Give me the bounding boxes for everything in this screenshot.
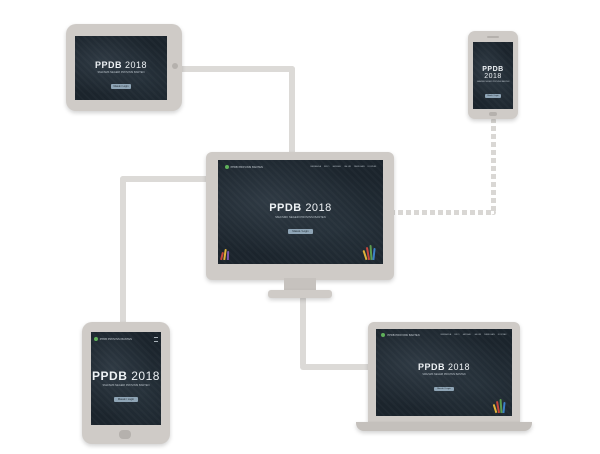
nav-item[interactable]: BERANDA	[310, 166, 321, 168]
site-nav: BERANDA INFO JADWAL JALUR PANDUAN KONTAK	[441, 334, 507, 336]
hero-title: PPDB	[269, 202, 302, 214]
nav-item[interactable]: BERANDA	[441, 334, 452, 336]
cable-tablet-to-monitor-v	[289, 66, 295, 156]
smartphone: PPDB 2018 SMA/SMK NEGERI PROVINSI BANTEN…	[468, 31, 518, 119]
nav-item[interactable]: INFO	[324, 166, 329, 168]
nav-item[interactable]: INFO	[454, 334, 459, 336]
hero-button[interactable]: Masuk / Login	[114, 397, 138, 402]
pencils-decoration-icon	[494, 397, 508, 413]
nav-item[interactable]: KONTAK	[498, 334, 507, 336]
hero-subtitle: SMA/SMK NEGERI PROVINSI BANTEN	[75, 71, 167, 74]
hero-button[interactable]: Masuk / Login	[485, 94, 500, 98]
hero-year: 2018	[305, 202, 331, 214]
site-nav: BERANDA INFO JADWAL JALUR PANDUAN KONTAK	[310, 166, 376, 168]
hero-title: PPDB	[482, 66, 503, 73]
hero-title: PPDB	[418, 362, 445, 372]
nav-item[interactable]: JADWAL	[332, 166, 341, 168]
smartphone-screen: PPDB 2018 SMA/SMK NEGERI PROVINSI BANTEN…	[473, 42, 513, 109]
menu-icon[interactable]	[154, 337, 158, 342]
nav-item[interactable]: PANDUAN	[354, 166, 365, 168]
tablet-landscape: PPDB 2018 SMA/SMK NEGERI PROVINSI BANTEN…	[66, 24, 182, 111]
home-button	[172, 63, 178, 69]
hero-year: 2018	[131, 369, 160, 383]
brand-logo-icon	[225, 165, 229, 169]
nav-item[interactable]: KONTAK	[368, 166, 377, 168]
nav-item[interactable]: JADWAL	[462, 334, 471, 336]
tablet-portrait-screen: PPDB PROVINSI BANTEN PPDB 2018 SMA/SMK N…	[91, 332, 161, 425]
laptop-base	[356, 422, 532, 431]
hero-subtitle: SMA/SMK NEGERI PROVINSI BANTEN	[473, 81, 513, 83]
tablet-portrait: PPDB PROVINSI BANTEN PPDB 2018 SMA/SMK N…	[82, 322, 170, 444]
home-button	[489, 112, 497, 116]
speaker-slot	[487, 36, 499, 38]
brand-name: PPDB PROVINSI BANTEN	[100, 338, 132, 341]
laptop-screen: PPDB PROVINSI BANTEN BERANDA INFO JADWAL…	[376, 329, 512, 416]
hero-button[interactable]: Masuk / Login	[288, 229, 312, 234]
cable-monitor-to-laptop-h	[300, 364, 372, 370]
hero-year: 2018	[125, 60, 147, 70]
brand-name: PPDB PROVINSI BANTEN	[231, 166, 263, 169]
brand-logo-icon	[381, 333, 385, 337]
cable-monitor-to-phone-h	[390, 210, 496, 215]
home-button	[119, 430, 131, 439]
cable-monitor-to-phone-tablet-v	[120, 176, 126, 326]
nav-item[interactable]: JALUR	[474, 334, 481, 336]
cable-tablet-to-monitor-h	[175, 66, 295, 72]
nav-item[interactable]: PANDUAN	[484, 334, 495, 336]
cable-monitor-to-phone-tablet-h	[120, 176, 218, 182]
brand-name: PPDB PROVINSI BANTEN	[387, 334, 419, 337]
monitor-stand-neck	[284, 278, 316, 290]
hero-button[interactable]: Masuk / Login	[434, 387, 454, 391]
desktop-monitor-screen: PPDB PROVINSI BANTEN BERANDA INFO JADWAL…	[218, 160, 383, 264]
hero-button[interactable]: Masuk / Login	[111, 84, 132, 89]
hero-title: PPDB	[92, 369, 127, 383]
hero-subtitle: SMA/SMK NEGERI PROVINSI BANTEN	[376, 373, 512, 376]
hero-year: 2018	[448, 362, 470, 372]
hero-subtitle: SMA/SMK NEGERI PROVINSI BANTEN	[91, 384, 161, 387]
desktop-monitor: PPDB PROVINSI BANTEN BERANDA INFO JADWAL…	[206, 152, 394, 280]
pencils-decoration-icon	[364, 244, 378, 260]
brand-logo-icon	[94, 337, 98, 341]
pencils-decoration-icon	[221, 248, 231, 260]
cable-monitor-to-phone-v	[491, 118, 496, 215]
nav-item[interactable]: JALUR	[344, 166, 351, 168]
laptop-lid: PPDB PROVINSI BANTEN BERANDA INFO JADWAL…	[368, 322, 520, 422]
hero-year: 2018	[484, 73, 502, 80]
hero-title: PPDB	[95, 60, 122, 70]
hero-subtitle: SMA/SMK NEGERI PROVINSI BANTEN	[218, 215, 383, 219]
cable-monitor-to-laptop-v	[300, 296, 306, 368]
monitor-stand-base	[268, 290, 332, 298]
tablet-landscape-screen: PPDB 2018 SMA/SMK NEGERI PROVINSI BANTEN…	[75, 36, 167, 100]
